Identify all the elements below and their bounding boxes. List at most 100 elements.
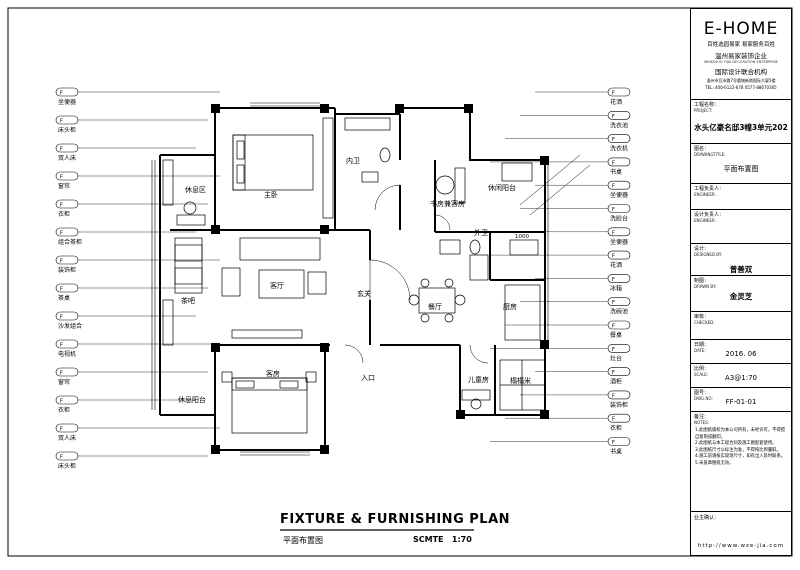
intl-design-label: 国际设计联合机构: [715, 68, 767, 76]
callout-label: 沙发组合: [58, 322, 82, 330]
plan-subtitle: 平面布置图: [283, 536, 323, 545]
callout-label: 装饰柜: [58, 266, 76, 274]
notes-label: 备注：: [694, 414, 710, 420]
callout-code: F: [612, 184, 615, 190]
callout-label: 床头柜: [58, 126, 76, 134]
drawn-by-label: 制图：: [694, 278, 710, 284]
plan-title: FIXTURE & FURNISHING PLAN: [280, 512, 511, 527]
room-label-leisure-area: 休息区: [185, 185, 206, 194]
walls: [159, 107, 546, 451]
room-label-master-bedroom: 主卧: [264, 190, 278, 199]
project-label-en: PROJECT:: [694, 108, 713, 113]
callout-item: F衣柜: [55, 395, 196, 414]
notes-row: 备注： NOTES: 1.此图纸版权为本公司所有，未经许可，不得擅自复制或翻印。…: [691, 411, 791, 511]
date-label: 日期：: [694, 342, 710, 348]
date-value: 2016. 06: [725, 350, 757, 358]
room-label-study: 书房兼客房: [430, 199, 465, 208]
callout-label: 洗衣机: [610, 145, 628, 153]
balcony-leaders: [519, 154, 591, 216]
notes-list: 1.此图纸版权为本公司所有，未经许可，不得擅自复制或翻印。2.此图纸与本工程合同…: [695, 428, 789, 467]
callout-code: F: [612, 230, 615, 236]
callout-code: F: [60, 147, 63, 153]
room-labels: 休息区 主卧 内卫 书房兼客房 休闲阳台 外卫 1000 茶吧 客厅 玄关 餐厅…: [178, 156, 531, 404]
callout-item: F花洒: [490, 250, 631, 269]
scale-code: SCMTE: [413, 535, 444, 544]
callout-code: F: [612, 114, 615, 120]
callout-label: 坐便器: [58, 98, 76, 106]
design-engineer-label-en: ENGINEER:: [694, 218, 716, 223]
company-logo: E-HOME: [703, 19, 779, 39]
note-item: 3.此图纸尺寸以标注为准，不得按比例量取。: [695, 447, 781, 453]
callout-item: F衣柜: [505, 413, 631, 432]
room-label-inner-bath: 内卫: [346, 156, 360, 165]
room-label-leisure-balcony-bottom: 休息阳台: [178, 395, 206, 404]
title-block: E-HOME 百姓选园易家 易家服务百姓 温州易家装饰企业 WENZHOU YI…: [690, 8, 792, 556]
callout-label: 花洒: [610, 98, 622, 106]
tv-cabinet: [231, 329, 303, 339]
owner-label: 业主确认：: [694, 515, 720, 521]
note-item: 5.未盖章图纸无效。: [695, 460, 734, 466]
callout-label: 组合茶柜: [58, 238, 82, 246]
callout-item: F书桌: [490, 437, 631, 456]
callout-code: F: [60, 371, 63, 377]
engineer-label: 工程负责人：: [694, 186, 725, 192]
callout-code: F: [60, 315, 63, 321]
callout-code: F: [60, 203, 63, 209]
callout-label: 衣柜: [58, 210, 70, 218]
callout-code: F: [612, 300, 615, 306]
engineer-row: 工程负责人： ENGINEER:: [691, 183, 791, 209]
callout-item: F冰箱: [535, 274, 631, 292]
callout-code: F: [612, 324, 615, 330]
note-item: 2.此图纸与本工程合同及施工图配套使用。: [695, 441, 777, 446]
callout-item: F窗帘: [55, 171, 220, 190]
callout-item: F餐桌: [505, 320, 631, 339]
door-swings: [344, 184, 489, 364]
callout-label: 灶台: [610, 354, 622, 362]
drawn-by-label-en: DRAWN BY:: [694, 284, 717, 289]
project-label: 工程名称：: [694, 102, 720, 108]
callout-label: 洗衣池: [610, 121, 628, 129]
callout-code: F: [612, 277, 615, 283]
callout-item: F茶桌: [55, 283, 208, 302]
sofa: [239, 237, 321, 261]
room-label-leisure-balcony: 休闲阳台: [488, 183, 516, 192]
checked-row: 审核： CHECKED:: [691, 311, 791, 339]
callout-code: F: [612, 370, 615, 376]
drawn-by-row: 制图： DRAWN BY: 金灵芝: [691, 275, 791, 311]
scale-label-en: SCALE:: [694, 372, 709, 377]
callout-label: 电视机: [58, 350, 76, 358]
callout-item: F窗帘: [55, 367, 208, 386]
callout-item: F 酒柜: [535, 367, 631, 386]
callout-label: 装饰柜: [610, 401, 628, 409]
scale-row: 比例： SCALE: A3@1:70: [691, 363, 791, 387]
master-wardrobe: [322, 117, 334, 219]
callout-label: 坐便器: [610, 238, 628, 246]
checked-label: 审核：: [694, 314, 710, 320]
callout-code: F: [60, 455, 63, 461]
callout-code: F: [60, 175, 63, 181]
scale-label: 比例：: [694, 366, 710, 372]
date-row: 日期： DATE: 2016. 06: [691, 339, 791, 363]
designer-label: 设计：: [694, 246, 710, 252]
callout-code: F: [60, 259, 63, 265]
callout-code: F: [60, 91, 63, 97]
room-label-entrance: 入口: [361, 374, 375, 382]
note-item: 1.此图纸版权为本公司所有，未经许可，不得擅自复制或翻印。: [695, 428, 786, 440]
drawn-by-value: 金灵芝: [729, 292, 753, 301]
callout-item: F灶台: [490, 343, 631, 362]
callout-code: F: [60, 343, 63, 349]
callout-label: 酒柜: [610, 378, 622, 386]
callout-code: F: [612, 254, 615, 260]
drawing-no-label-en: DWG.NO:: [694, 396, 713, 401]
company-slogan: 百姓选园易家 易家服务百姓: [707, 42, 775, 48]
callout-code: F: [612, 91, 615, 97]
